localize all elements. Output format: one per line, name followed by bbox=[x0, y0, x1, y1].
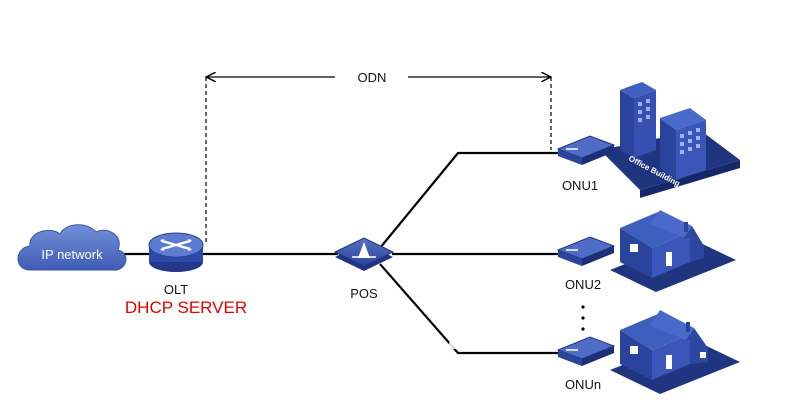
onu2-device: ONU2 bbox=[483, 236, 616, 292]
dhcp-server-label: DHCP SERVER bbox=[125, 298, 247, 317]
pos-device: POS bbox=[333, 237, 395, 301]
onu-device-icon bbox=[446, 336, 616, 366]
link-pos-onun bbox=[379, 263, 560, 355]
onun-site: ONUn bbox=[446, 310, 740, 394]
olt-label: OLT bbox=[164, 282, 188, 297]
onu2-label: ONU2 bbox=[565, 277, 601, 292]
ip-network-label: IP network bbox=[41, 247, 103, 262]
house-icon bbox=[610, 310, 740, 394]
pos-label: POS bbox=[350, 286, 378, 301]
onu-device-icon bbox=[520, 135, 616, 165]
links bbox=[122, 151, 560, 355]
house-icon bbox=[610, 210, 736, 292]
onu1-site: Office Building ONU1 bbox=[520, 82, 740, 198]
olt-device: OLT DHCP SERVER bbox=[125, 232, 247, 317]
onun-label: ONUn bbox=[565, 377, 601, 392]
router-icon bbox=[148, 232, 204, 272]
onun-device: ONUn bbox=[446, 336, 616, 392]
onu1-label: ONU1 bbox=[562, 178, 598, 193]
onu1-device: ONU1 bbox=[520, 135, 616, 193]
odn-span: ODN bbox=[206, 70, 551, 245]
onu-device-icon bbox=[483, 236, 616, 266]
odn-label: ODN bbox=[358, 70, 387, 85]
cloud-icon bbox=[17, 224, 127, 271]
link-pos-onu1 bbox=[379, 151, 560, 249]
onu2-site: ONU2 bbox=[483, 210, 736, 292]
office-building-icon: Office Building bbox=[600, 82, 740, 198]
more-onus-dots bbox=[581, 305, 585, 331]
splitter-icon bbox=[333, 237, 395, 271]
ip-network-cloud: IP network bbox=[17, 224, 127, 271]
